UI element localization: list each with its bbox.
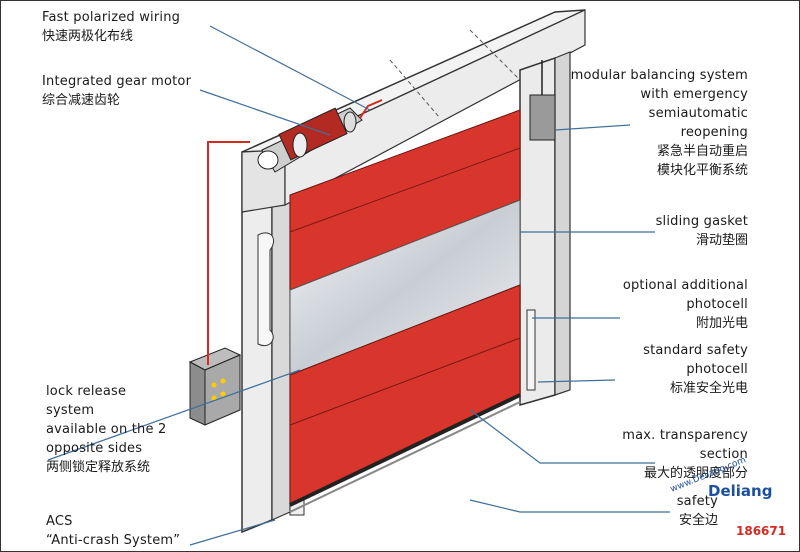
label-photocell-optional: optional additional photocell 附加光电: [623, 276, 748, 333]
label-text-zh: 安全边: [678, 513, 718, 528]
label-safety-edge: safety 安全边: [677, 492, 718, 530]
label-text: section: [699, 447, 748, 462]
callout-lines: [47, 25, 670, 546]
label-text-zh: 滑动垫圈: [695, 233, 748, 248]
label-text: safety: [676, 494, 718, 509]
label-text: system: [46, 403, 95, 418]
label-text: sliding gasket: [655, 214, 748, 229]
label-text: “Anti-crash System”: [46, 533, 181, 548]
label-sliding-gasket: sliding gasket 滑动垫圈: [656, 212, 748, 250]
label-transparency: max. transparency section 最大的透明度部分: [622, 426, 748, 483]
label-text: ACS: [46, 514, 73, 529]
label-text: max. transparency: [622, 428, 748, 443]
watermark-phone: 186671: [736, 524, 787, 538]
label-text: opposite sides: [46, 441, 143, 456]
label-text-zh: 附加光电: [695, 316, 748, 331]
label-text-zh: 标准安全光电: [669, 381, 748, 396]
label-text-zh: 两侧锁定释放系统: [46, 460, 151, 475]
label-text-zh: 最大的透明度部分: [643, 466, 748, 481]
label-fast-wiring: Fast polarized wiring 快速两极化布线: [42, 8, 180, 46]
right-column: [519, 51, 571, 406]
label-gear-motor: Integrated gear motor 综合减速齿轮: [42, 72, 191, 110]
label-balancing: modular balancing system with emergency …: [571, 66, 748, 180]
watermark-brand: Deliang: [708, 482, 773, 500]
gear-motor: [257, 107, 363, 173]
label-text: semiautomatic: [648, 106, 748, 121]
label-text: available on the 2: [46, 422, 167, 437]
label-lock-release: lock release system available on the 2 o…: [46, 382, 166, 477]
label-text: modular balancing system: [570, 68, 748, 83]
label-text-zh: 紧急半自动重启: [656, 144, 748, 159]
label-text-zh: 模块化平衡系统: [656, 163, 748, 178]
label-text: with emergency: [640, 87, 748, 102]
curtain: [289, 109, 521, 513]
label-text: Fast polarized wiring: [42, 10, 181, 25]
red-wiring: [207, 99, 383, 365]
label-text-zh: 快速两极化布线: [42, 29, 134, 44]
label-text: standard safety: [643, 343, 748, 358]
label-text: optional additional: [622, 278, 748, 293]
label-acs: ACS “Anti-crash System”: [46, 512, 180, 550]
label-photocell-standard: standard safety photocell 标准安全光电: [643, 341, 748, 398]
label-text: photocell: [686, 362, 748, 377]
label-text-zh: 综合减速齿轮: [42, 93, 121, 108]
label-text: photocell: [686, 297, 748, 312]
label-text: reopening: [680, 125, 748, 140]
label-text: Integrated gear motor: [42, 74, 192, 89]
control-box: [188, 347, 242, 426]
label-text: lock release: [46, 384, 127, 399]
